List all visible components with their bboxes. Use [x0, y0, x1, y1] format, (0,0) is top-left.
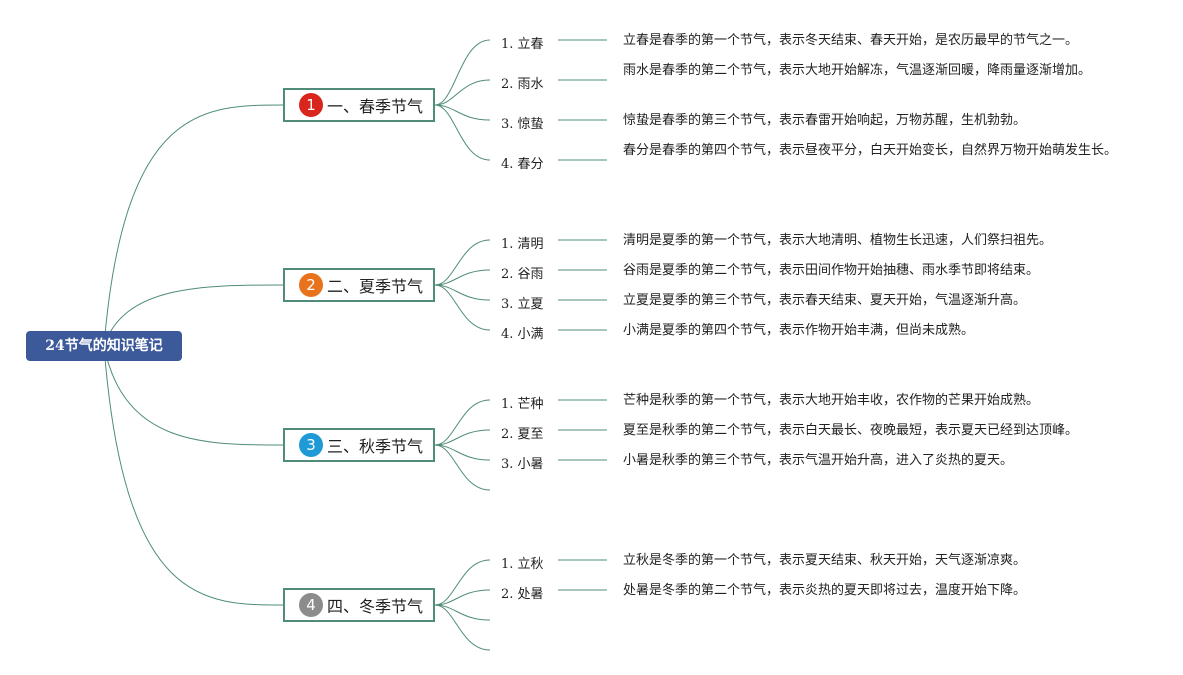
priority-2-badge-icon: 2: [299, 273, 323, 297]
branch-leaf-connector: [434, 444, 491, 491]
leaf-label: 芒种: [517, 397, 544, 412]
leaf-label: 立秋: [517, 557, 544, 572]
leaf-description: 立春是春季的第一个节气，表示冬天结束、春天开始，是农历最早的节气之一。: [623, 33, 1079, 48]
leaf-description: 处暑是冬季的第二个节气，表示炎热的夏天即将过去，温度开始下降。: [623, 583, 1027, 598]
leaf-number: 2.: [501, 77, 514, 92]
branch-label: 一、春季节气: [327, 97, 424, 116]
leaf-label: 雨水: [517, 77, 544, 92]
root-topic-label: 24节气的知识笔记: [45, 338, 163, 354]
leaf-topic[interactable]: 2. 谷雨: [501, 263, 544, 282]
leaf-description: 小暑是秋季的第三个节气，表示气温开始升高，进入了炎热的夏天。: [623, 453, 1014, 468]
leaf-number: 1.: [501, 37, 514, 52]
leaf-topic[interactable]: 3. 惊蛰: [501, 113, 544, 132]
leaf-description: 清明是夏季的第一个节气，表示大地清明、植物生长迅速，人们祭扫祖先。: [623, 233, 1053, 248]
branch-leaf-connector: [434, 239, 491, 286]
leaf-description: 夏至是秋季的第二个节气，表示白天最长、夜晚最短，表示夏天已经到达顶峰。: [623, 423, 1079, 438]
leaf-label: 春分: [517, 157, 544, 172]
leaf-topic[interactable]: 1. 芒种: [501, 393, 544, 412]
branch-leaf-connector: [434, 284, 491, 301]
leaf-number: 4.: [501, 327, 514, 342]
leaf-number: 3.: [501, 117, 514, 132]
leaf-description: 惊蛰是春季的第三个节气，表示春雷开始响起，万物苏醒，生机勃勃。: [623, 113, 1027, 128]
leaf-description: 谷雨是夏季的第二个节气，表示田间作物开始抽穗、雨水季节即将结束。: [623, 263, 1040, 278]
leaf-topic[interactable]: 2. 夏至: [501, 423, 544, 442]
branch-leaf-connector: [434, 39, 491, 106]
root-branch-connector: [103, 345, 284, 606]
branch-leaf-connector: [434, 559, 491, 606]
root-branch-connector: [103, 345, 284, 446]
root-topic[interactable]: 24节气的知识笔记: [26, 331, 182, 361]
branch-summer[interactable]: 2 二、夏季节气: [283, 268, 435, 302]
leaf-description: 春分是春季的第四个节气，表示昼夜平分，白天开始变长，自然界万物开始萌发生长。: [623, 143, 1118, 158]
branch-label: 二、夏季节气: [327, 277, 424, 296]
branch-winter[interactable]: 4 四、冬季节气: [283, 588, 435, 622]
branch-leaf-connector: [434, 104, 491, 121]
leaf-topic[interactable]: 1. 立春: [501, 33, 544, 52]
root-branch-connector: [103, 284, 284, 347]
leaf-topic[interactable]: 1. 清明: [501, 233, 544, 252]
branch-leaf-connector: [434, 604, 491, 621]
leaf-number: 1.: [501, 237, 514, 252]
leaf-description: 立夏是夏季的第三个节气，表示春天结束、夏天开始，气温逐渐升高。: [623, 293, 1027, 308]
branch-leaf-connector: [434, 604, 491, 651]
branch-leaf-connector: [434, 589, 491, 606]
branch-leaf-connector: [434, 444, 491, 461]
leaf-label: 小暑: [517, 457, 544, 472]
leaf-number: 2.: [501, 427, 514, 442]
leaf-number: 3.: [501, 457, 514, 472]
leaf-number: 2.: [501, 267, 514, 282]
leaf-topic[interactable]: 4. 小满: [501, 323, 544, 342]
leaf-label: 立春: [517, 37, 544, 52]
leaf-description: 芒种是秋季的第一个节气，表示大地开始丰收，农作物的芒果开始成熟。: [623, 393, 1040, 408]
leaf-label: 立夏: [517, 297, 544, 312]
leaf-topic[interactable]: 3. 小暑: [501, 453, 544, 472]
leaf-number: 4.: [501, 157, 514, 172]
priority-3-badge-icon: 3: [299, 433, 323, 457]
branch-leaf-connector: [434, 269, 491, 286]
leaf-description: 雨水是春季的第二个节气，表示大地开始解冻，气温逐渐回暖，降雨量逐渐增加。: [623, 63, 1092, 78]
priority-1-badge-icon: 1: [299, 93, 323, 117]
leaf-label: 处暑: [517, 587, 544, 602]
leaf-label: 夏至: [517, 427, 544, 442]
branch-label: 三、秋季节气: [327, 437, 424, 456]
leaf-topic[interactable]: 2. 处暑: [501, 583, 544, 602]
leaf-label: 小满: [517, 327, 544, 342]
branch-leaf-connector: [434, 284, 491, 331]
branch-leaf-connector: [434, 104, 491, 161]
leaf-topic[interactable]: 2. 雨水: [501, 73, 544, 92]
branch-leaf-connector: [434, 79, 491, 106]
branch-label: 四、冬季节气: [327, 597, 424, 616]
branch-spring[interactable]: 1 一、春季节气: [283, 88, 435, 122]
leaf-label: 惊蛰: [517, 117, 544, 132]
branch-autumn[interactable]: 3 三、秋季节气: [283, 428, 435, 462]
leaf-number: 1.: [501, 557, 514, 572]
leaf-topic[interactable]: 1. 立秋: [501, 553, 544, 572]
root-branch-connector: [103, 104, 284, 347]
leaf-label: 谷雨: [517, 267, 544, 282]
leaf-number: 3.: [501, 297, 514, 312]
leaf-description: 立秋是冬季的第一个节气，表示夏天结束、秋天开始，天气逐渐凉爽。: [623, 553, 1027, 568]
priority-4-badge-icon: 4: [299, 593, 323, 617]
branch-leaf-connector: [434, 429, 491, 446]
leaf-number: 2.: [501, 587, 514, 602]
leaf-topic[interactable]: 4. 春分: [501, 153, 544, 172]
leaf-description: 小满是夏季的第四个节气，表示作物开始丰满，但尚未成熟。: [623, 323, 975, 338]
leaf-label: 清明: [517, 237, 544, 252]
leaf-topic[interactable]: 3. 立夏: [501, 293, 544, 312]
branch-leaf-connector: [434, 399, 491, 446]
leaf-number: 1.: [501, 397, 514, 412]
